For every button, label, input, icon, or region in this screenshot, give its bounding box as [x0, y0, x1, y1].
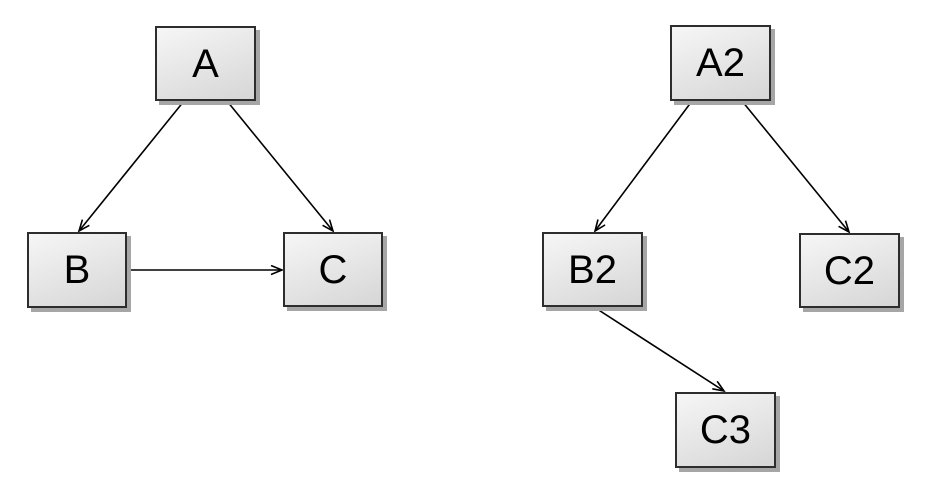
node-label: B2 [568, 247, 617, 292]
node-B2[interactable]: B2 [542, 232, 643, 307]
node-label: A [192, 41, 219, 86]
edge-A-B[interactable] [79, 100, 185, 231]
node-A[interactable]: A [155, 26, 256, 101]
edge-A2-B2[interactable] [595, 100, 693, 231]
node-B[interactable]: B [27, 232, 127, 308]
node-C3[interactable]: C3 [675, 392, 776, 468]
node-C2[interactable]: C2 [799, 233, 900, 308]
node-A2[interactable]: A2 [670, 25, 771, 101]
node-label: C3 [699, 408, 752, 452]
node-label: C2 [823, 248, 876, 293]
node-label: A2 [696, 41, 745, 85]
node-label: C [318, 247, 348, 292]
node-label: B [63, 248, 91, 292]
edge-A2-C2[interactable] [741, 100, 849, 232]
edge-A-C[interactable] [226, 100, 333, 231]
edge-B2-C3[interactable] [593, 306, 724, 391]
node-C[interactable]: C [283, 232, 383, 307]
